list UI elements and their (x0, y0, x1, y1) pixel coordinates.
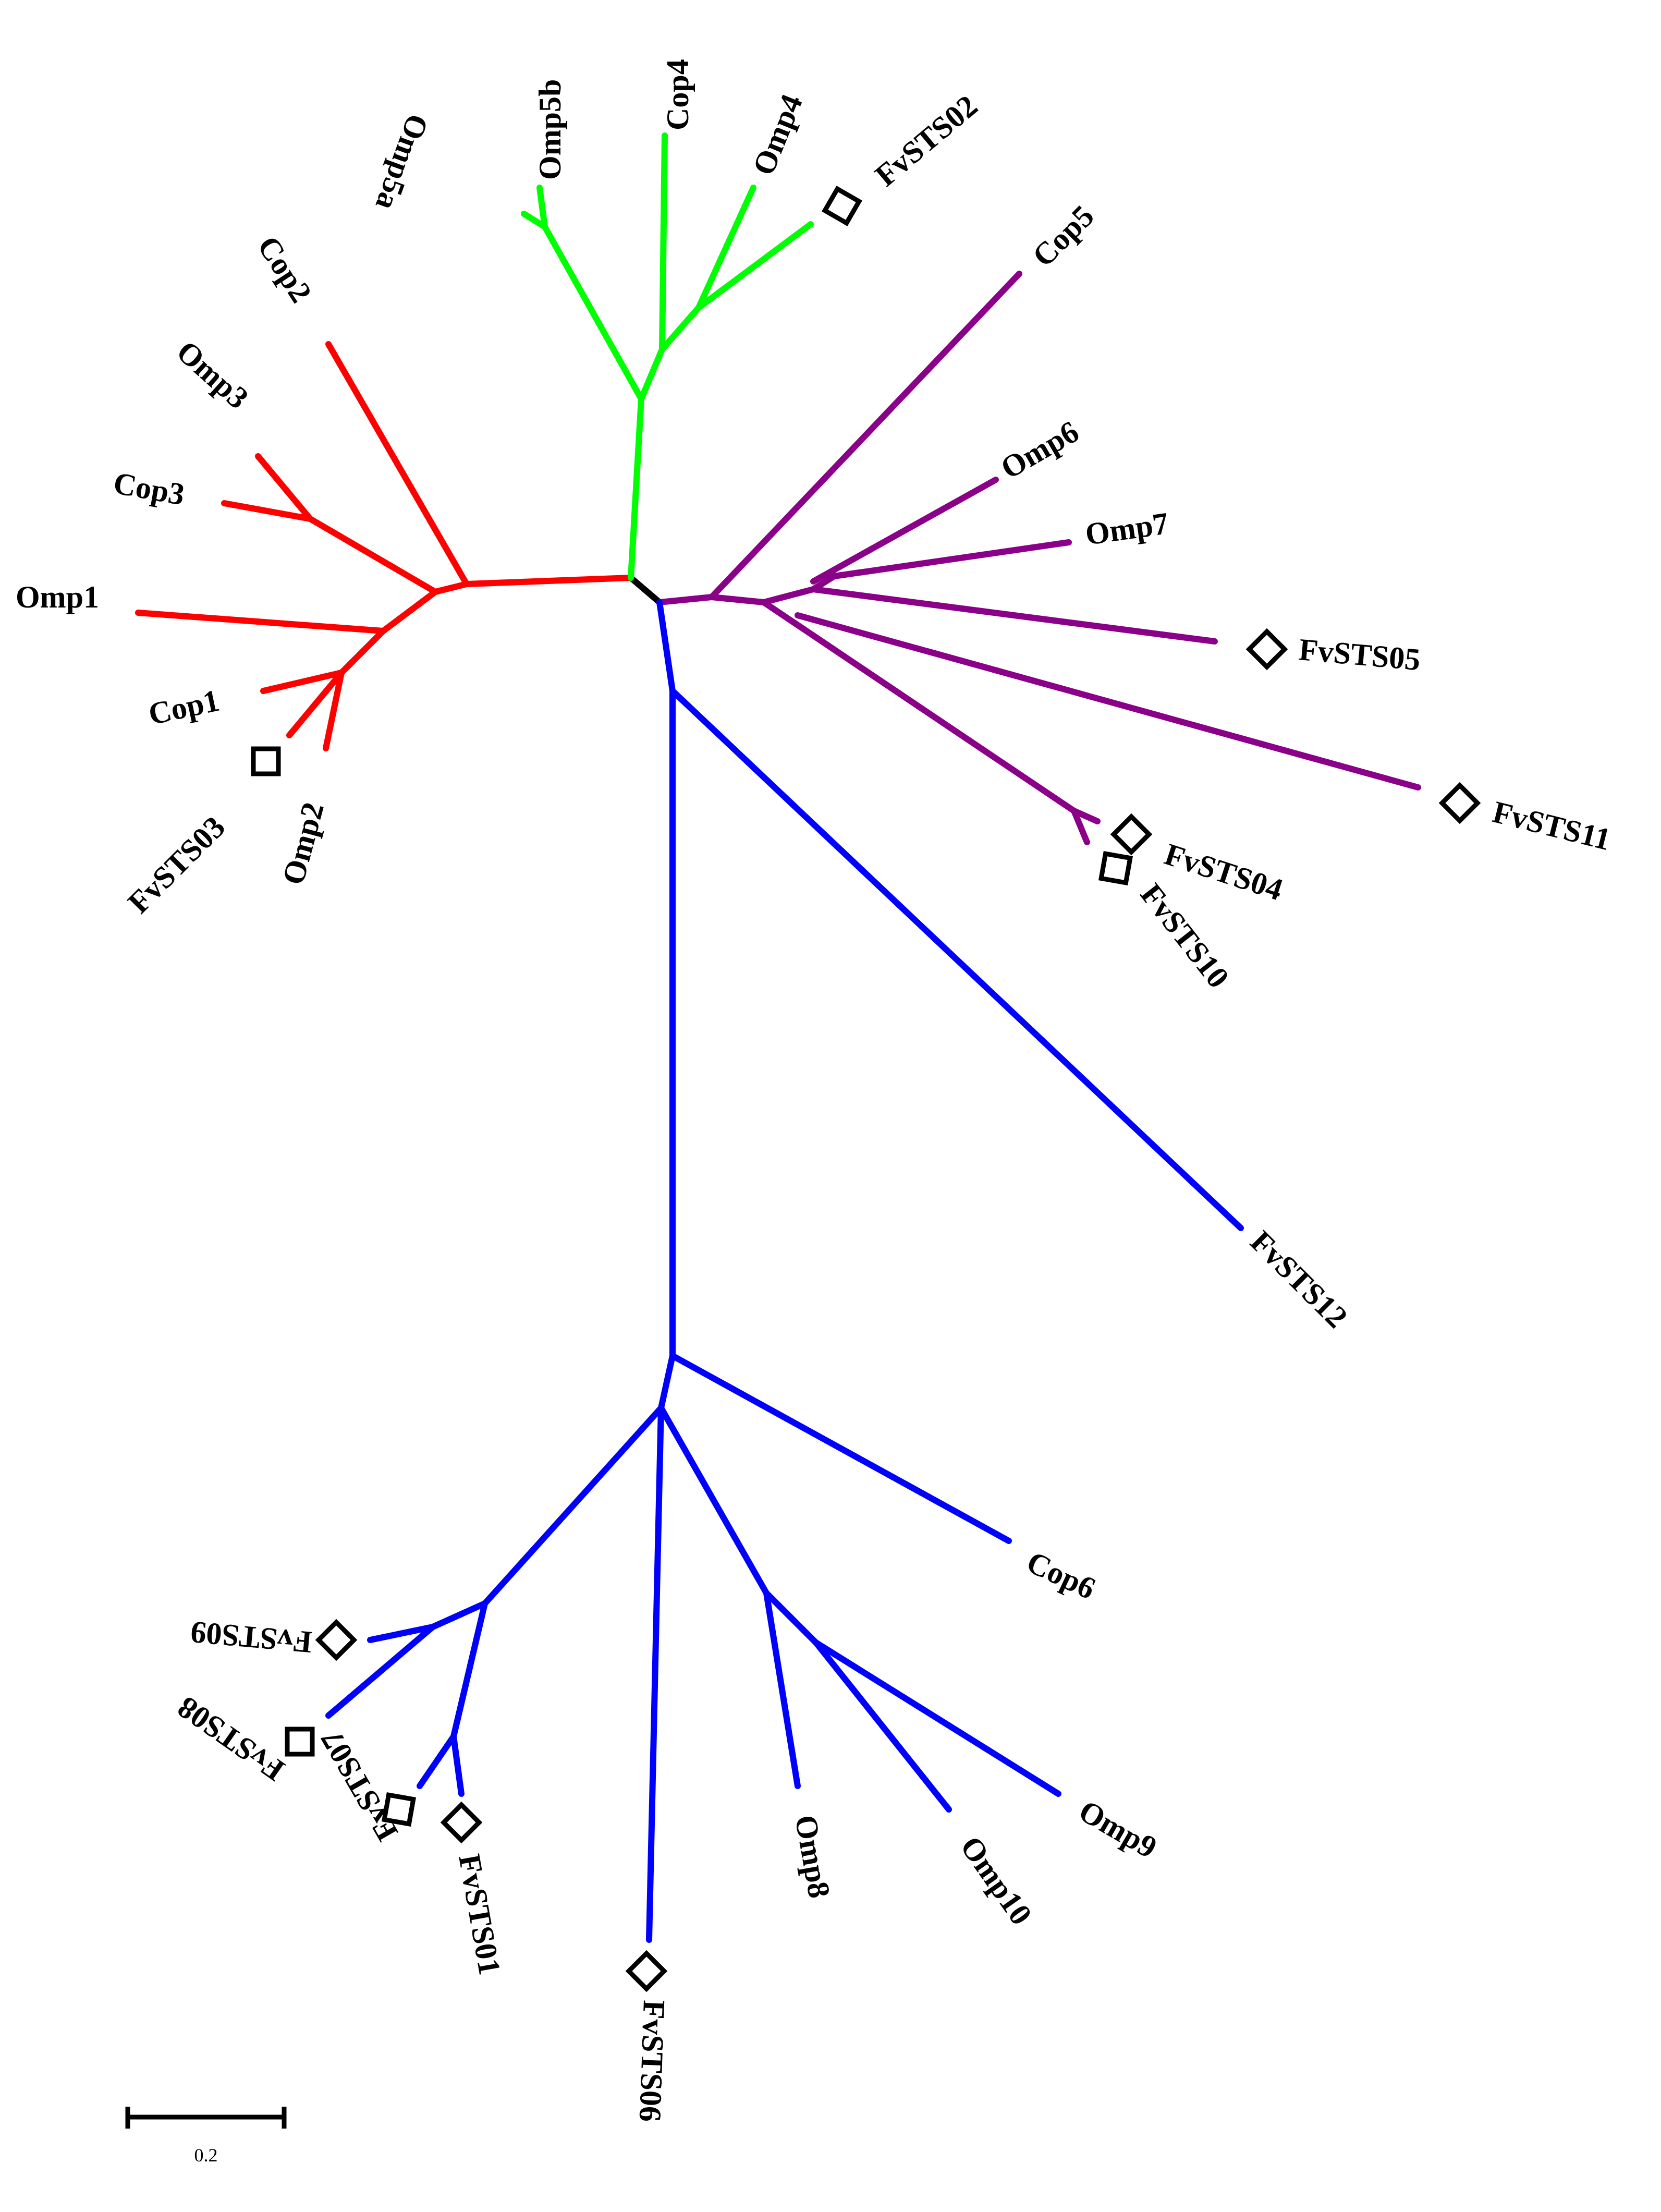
branch-omp10 (813, 1639, 952, 1813)
branch-fvsts09 (367, 1624, 436, 1643)
label-omp5a: Omp5a (369, 110, 435, 215)
label-fvsts12: FvSTS12 (1244, 1224, 1354, 1335)
label-omp3: Omp3 (170, 334, 255, 416)
branch-red-inner (307, 516, 438, 595)
branch-cop2 (325, 341, 470, 587)
branch-blue-right (658, 1405, 770, 1596)
label-cop3: Cop3 (111, 466, 187, 512)
marker-fvsts07 (381, 1792, 417, 1827)
label-fvsts07: FvSTS07 (314, 1724, 405, 1846)
marker-fvsts04 (1110, 813, 1153, 856)
label-omp1: Omp1 (16, 580, 99, 614)
marker-fvsts08 (285, 1727, 315, 1757)
label-fvsts05: FvSTS05 (1298, 632, 1422, 677)
branch-fvsts05 (810, 586, 1218, 645)
branch-omp2 (323, 670, 345, 751)
scale-bar-label: 0.2 (194, 2145, 218, 2166)
branch-fvsts12 (669, 688, 1244, 1231)
marker-fvsts05 (1245, 628, 1288, 671)
marker-fvsts06 (625, 1950, 668, 1992)
branch-fvsts08 (325, 1624, 436, 1719)
scale-bar: 0.2 (125, 2107, 287, 2166)
branch-fvsts06 (646, 1405, 664, 1943)
label-fvsts04: FvSTS04 (1161, 837, 1287, 907)
green-clade (521, 132, 814, 581)
branch-omp4 (695, 185, 756, 311)
marker-fvsts03 (251, 746, 281, 776)
branch-omp5 (542, 224, 644, 402)
marker-fvsts02 (822, 186, 862, 226)
label-omp8: Omp8 (788, 1813, 837, 1901)
label-omp4: Omp4 (746, 90, 809, 180)
branch-blue-lower (658, 1353, 676, 1411)
label-cop4: Cop4 (661, 59, 695, 130)
label-cop5: Cop5 (1026, 199, 1101, 273)
marker-fvsts10 (1098, 850, 1133, 886)
branch-fvsts02 (695, 221, 814, 311)
branch-omp9-10 (763, 1590, 819, 1646)
label-cop2: Cop2 (251, 230, 319, 309)
branch-fvsts10 (1071, 808, 1090, 845)
label-omp10: Omp10 (954, 1830, 1039, 1931)
label-omp6: Omp6 (995, 414, 1085, 485)
branch-green-inner (659, 305, 702, 353)
branch-red-lower (338, 589, 438, 676)
label-fvsts08: FvSTS08 (171, 1690, 290, 1788)
branch-fvsts04-10 (761, 599, 1077, 814)
branch-cop1 (260, 670, 345, 694)
label-fvsts11: FvSTS11 (1489, 795, 1614, 857)
label-omp7: Omp7 (1083, 506, 1171, 552)
label-omp9: Omp9 (1073, 1793, 1163, 1865)
branch-omp5b (536, 185, 548, 230)
label-omp2: Omp2 (276, 799, 331, 889)
branch-omp1 (135, 610, 386, 634)
branch-omp8 (763, 1590, 801, 1789)
branch-green-right (638, 346, 665, 402)
branch-omp7 (831, 539, 1072, 579)
root-branches (628, 575, 663, 605)
branch-root-left (628, 575, 663, 605)
branch-blue-left (482, 1405, 664, 1607)
branch-fvsts03 (286, 670, 345, 738)
marker-fvsts01 (440, 1801, 483, 1844)
marker-fvsts11 (1438, 782, 1481, 824)
label-fvsts03: FvSTS03 (121, 809, 232, 920)
label-cop1: Cop1 (145, 683, 222, 732)
branch-cop5 (709, 271, 1022, 600)
blue-clade (325, 599, 1244, 1943)
branch-fvsts01 (450, 1733, 465, 1797)
branch-omp5a (521, 211, 548, 230)
branch-fvsts01-07 (450, 1600, 488, 1740)
branch-green-stem (628, 396, 644, 581)
branch-omp3 (255, 453, 313, 522)
branch-omp9 (813, 1639, 1061, 1797)
label-fvsts10: FvSTS10 (1134, 877, 1236, 994)
branch-cop6 (669, 1353, 1012, 1544)
label-fvsts01: FvSTS01 (452, 1852, 507, 1977)
purple-clade (656, 271, 1421, 845)
branch-fvsts11 (795, 612, 1421, 791)
label-fvsts02: FvSTS02 (869, 88, 984, 193)
branch-fvsts09-08 (430, 1600, 488, 1630)
label-omp5b: Omp5b (533, 79, 567, 180)
label-fvsts06: FvSTS06 (633, 2000, 671, 2123)
label-fvsts09: FvSTS09 (189, 1615, 313, 1660)
branch-cop3 (221, 500, 313, 522)
markers (251, 186, 1481, 1992)
branch-cop4 (659, 132, 668, 353)
branch-blue-root (656, 599, 676, 694)
branch-purple-inner (709, 594, 767, 605)
branch-purple-stem (656, 594, 715, 605)
label-cop6: Cop6 (1022, 1545, 1101, 1606)
red-clade (135, 341, 634, 751)
marker-fvsts09 (315, 1619, 358, 1661)
branch-omp6 (810, 477, 999, 585)
branch-fvsts07 (417, 1733, 457, 1789)
